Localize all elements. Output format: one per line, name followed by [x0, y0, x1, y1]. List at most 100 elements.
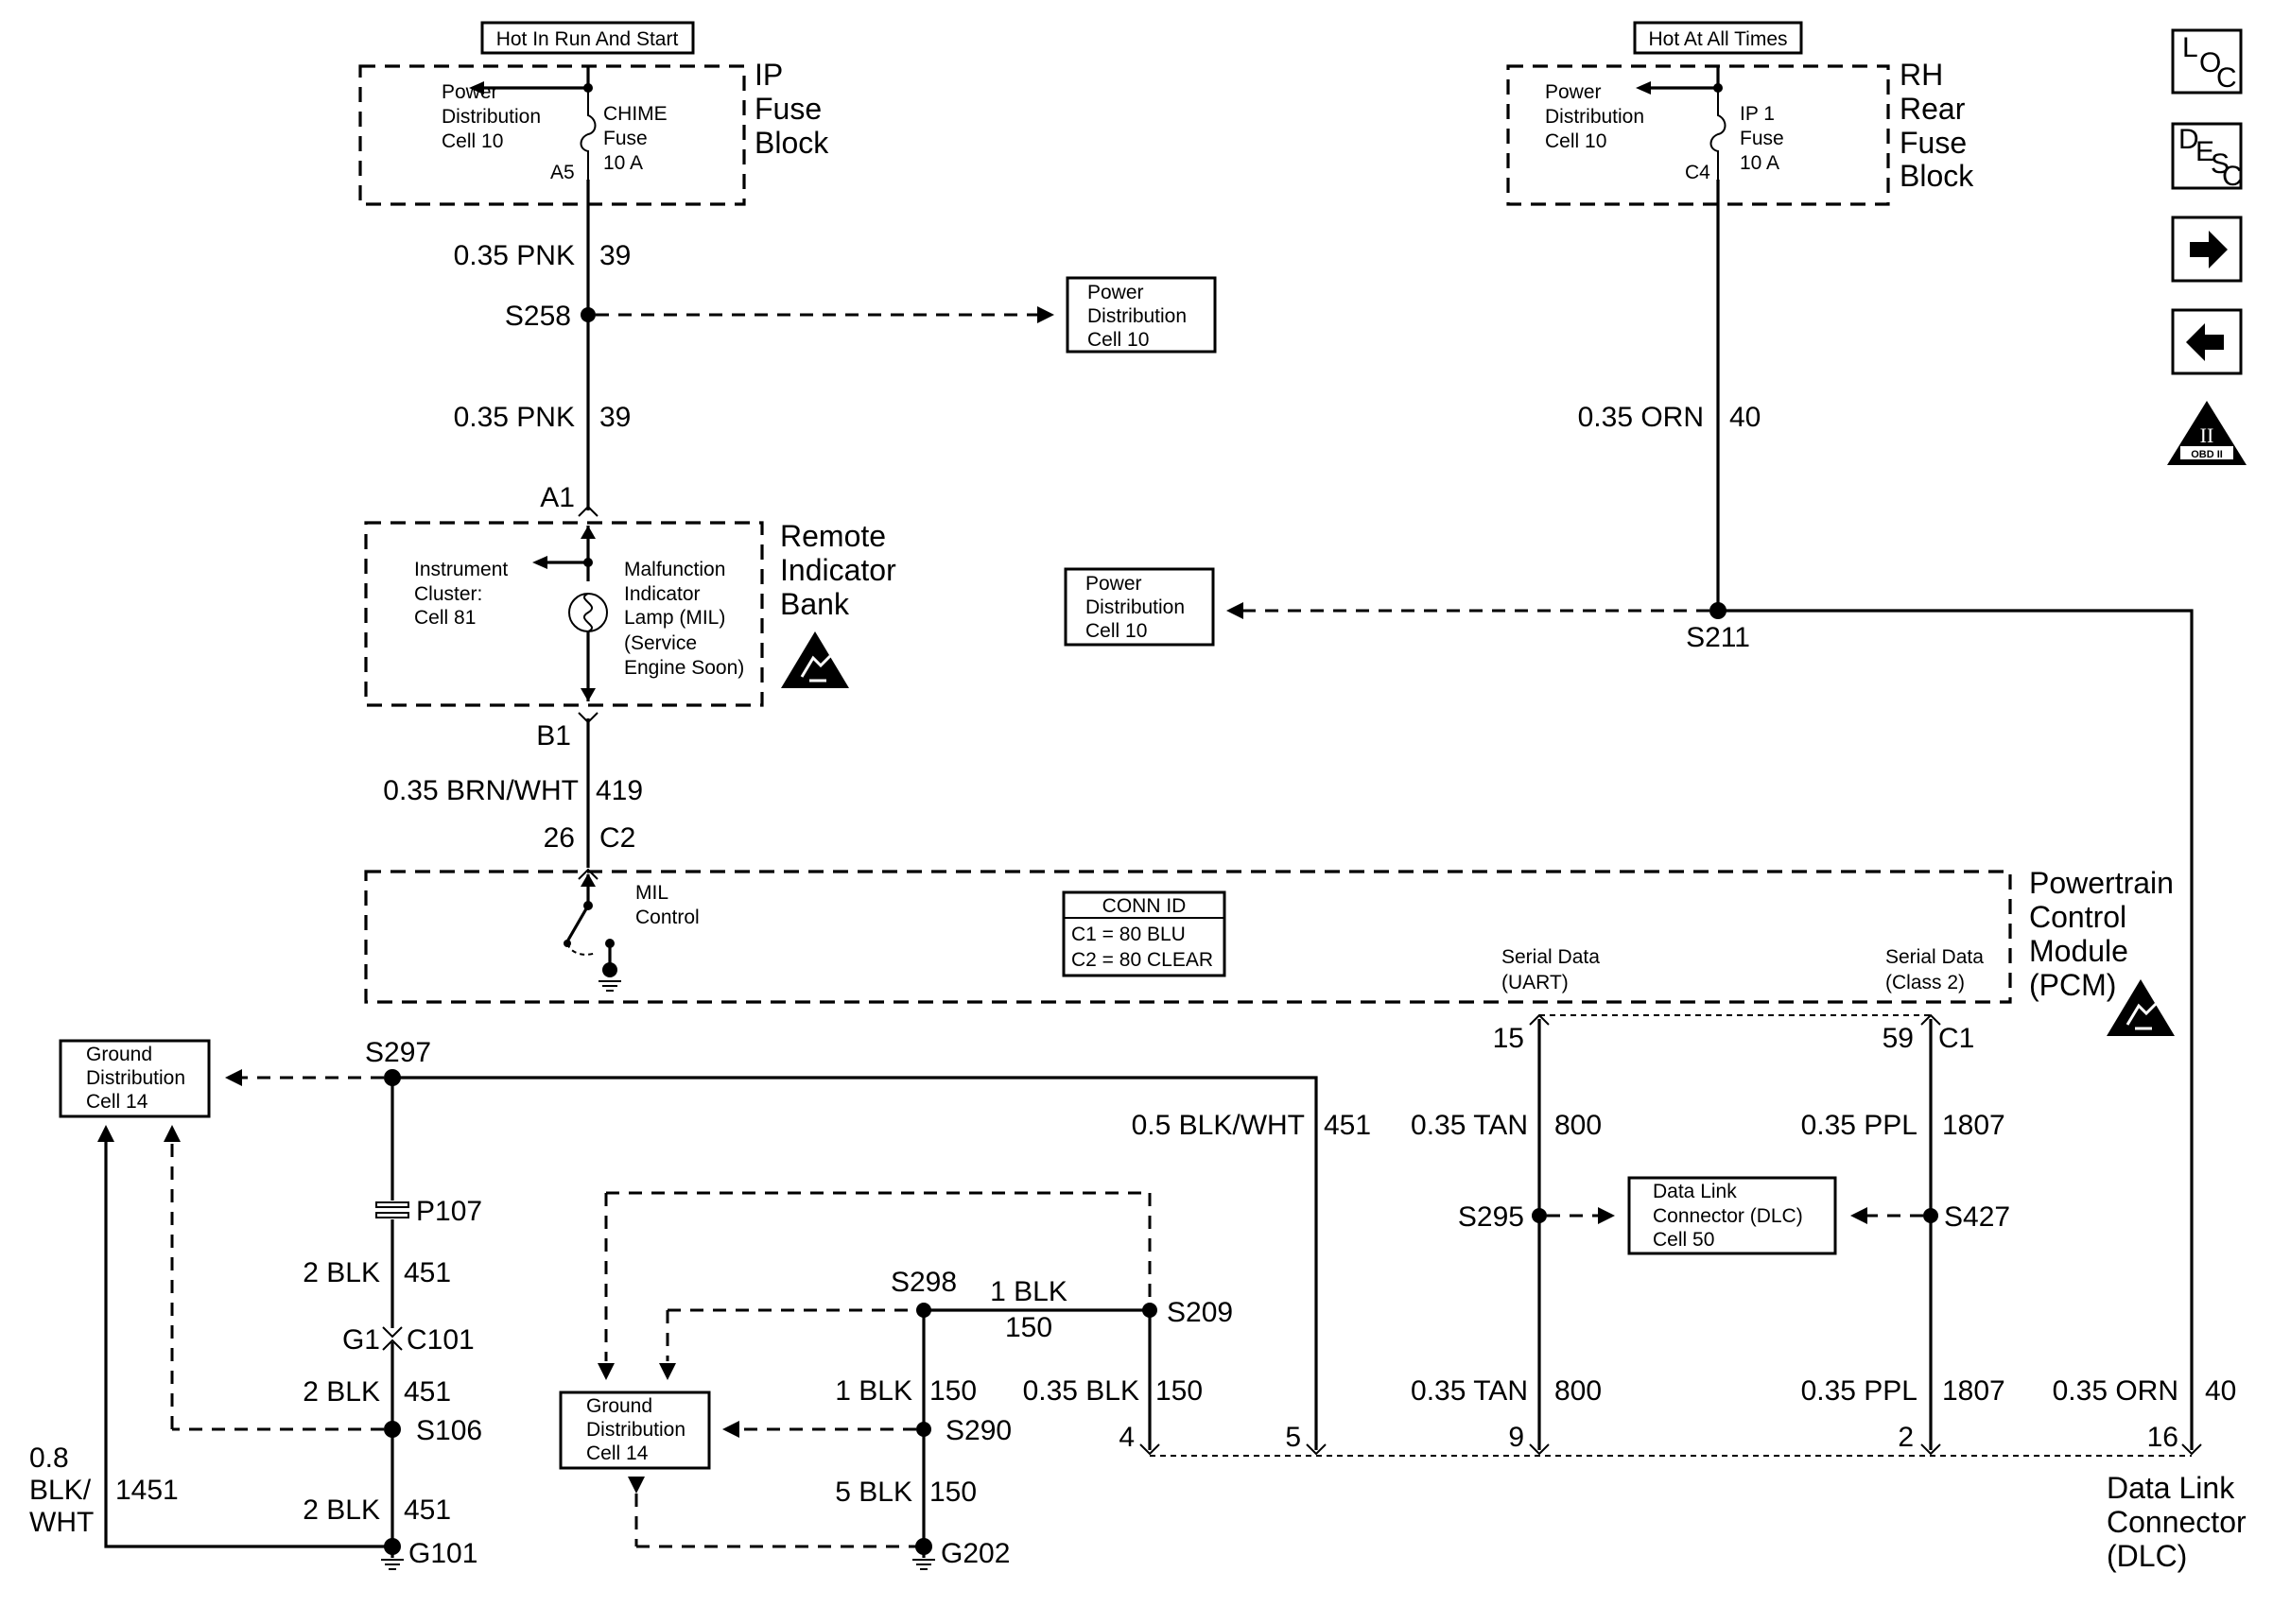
svg-text:Ground: Ground [86, 1044, 152, 1065]
connector-p107: P107 [416, 1196, 482, 1227]
ip-fuse-pd-ref: Power Distribution Cell 10 [442, 81, 541, 152]
wire-label: 0.35 PPL [1801, 1375, 1917, 1407]
dlc-pin-9: 9 [1508, 1422, 1524, 1453]
splice-s106: S106 [416, 1415, 482, 1446]
arrow-left-icon [1850, 1207, 1867, 1224]
svg-text:S: S [2211, 148, 2230, 180]
wire-label: 0.35 TAN [1411, 1110, 1528, 1141]
svg-text:(Service: (Service [624, 632, 697, 654]
wire-label: 0.35 TAN [1411, 1375, 1528, 1407]
pd-ref-mid: Power Distribution Cell 10 [1066, 276, 1217, 354]
svg-text:Serial Data: Serial Data [1501, 946, 1600, 968]
svg-text:Remote: Remote [780, 519, 886, 553]
svg-text:Serial Data: Serial Data [1885, 946, 1984, 968]
supply-label-text: Hot In Run And Start [496, 28, 679, 50]
svg-text:IP 1: IP 1 [1740, 103, 1775, 125]
svg-text:Engine Soon): Engine Soon) [624, 657, 744, 679]
conn-id-box: CONN ID C1 = 80 BLU C2 = 80 CLEAR [1062, 890, 1226, 977]
mil-control-label: MIL Control [635, 882, 700, 928]
rh-fuse-pd-ref: Power Distribution Cell 10 [1545, 81, 1644, 152]
splice-dot [1532, 1208, 1547, 1223]
wire-label: 5 BLK [835, 1477, 912, 1508]
p107-connector-icon [375, 1201, 409, 1218]
wire-label: 2 BLK [303, 1494, 380, 1526]
circuit-number: 150 [929, 1375, 977, 1407]
svg-text:Fuse: Fuse [1740, 128, 1784, 149]
splice-s209: S209 [1167, 1297, 1233, 1328]
svg-text:10 A: 10 A [1740, 152, 1779, 174]
splice-s211: S211 [1686, 622, 1750, 653]
svg-text:Indicator: Indicator [780, 553, 896, 587]
wire-label: 0.35 BRN/WHT [383, 775, 579, 806]
prev-arrow-icon[interactable] [2171, 308, 2243, 375]
loc-icon[interactable]: L O C [2171, 28, 2243, 95]
svg-text:C1 = 80 BLU: C1 = 80 BLU [1071, 924, 1186, 945]
arrow-right-icon [1037, 306, 1054, 323]
wire-label: 0.35 ORN [1578, 402, 1704, 433]
gd-ref-mid: Ground Distribution Cell 14 [559, 1391, 711, 1470]
circuit-number: 39 [599, 240, 631, 271]
svg-text:CONN ID: CONN ID [1102, 895, 1187, 917]
ip-fuse-block-outline [358, 64, 746, 206]
desc-icon[interactable]: D E S C [2171, 122, 2243, 192]
lamp-icon [568, 593, 608, 632]
svg-text:II: II [2200, 423, 2214, 447]
svg-text:L: L [2182, 32, 2198, 63]
svg-text:Cell 14: Cell 14 [86, 1091, 148, 1113]
splice-s258: S258 [505, 301, 571, 332]
svg-text:(PCM): (PCM) [2029, 968, 2116, 1002]
splice-dot [384, 1421, 401, 1438]
svg-text:Distribution: Distribution [586, 1419, 685, 1441]
obd-ii-icon[interactable]: II OBD II [2167, 401, 2247, 465]
svg-text:Block: Block [1900, 159, 1974, 193]
arrow-up-icon [164, 1125, 181, 1142]
svg-text:Block: Block [755, 126, 829, 160]
svg-text:Connector: Connector [2107, 1505, 2247, 1539]
svg-text:Fuse: Fuse [603, 128, 648, 149]
wire-label: 2 BLK [303, 1257, 380, 1288]
svg-text:Connector (DLC): Connector (DLC) [1653, 1205, 1803, 1227]
wire-label: 0.35 ORN [2053, 1375, 2178, 1407]
svg-text:RH: RH [1900, 58, 1943, 92]
serial-data-class2-label: Serial Data (Class 2) [1885, 946, 1984, 993]
circuit-number: 150 [1155, 1375, 1203, 1407]
splice-s297: S297 [365, 1037, 431, 1068]
svg-text:WHT: WHT [29, 1507, 94, 1538]
svg-text:0.8: 0.8 [29, 1443, 69, 1474]
svg-text:IP: IP [755, 58, 783, 92]
svg-text:C2 = 80 CLEAR: C2 = 80 CLEAR [1071, 949, 1213, 971]
svg-text:Fuse: Fuse [755, 92, 822, 126]
svg-text:Ground: Ground [586, 1395, 652, 1417]
connector-a1: A1 [540, 482, 575, 513]
svg-text:Lamp (MIL): Lamp (MIL) [624, 607, 725, 629]
circuit-number: 800 [1554, 1375, 1602, 1407]
splice-dot [581, 307, 596, 322]
pd-ref-right: Power Distribution Cell 10 [1064, 567, 1215, 647]
fuse-icon [1709, 88, 1726, 180]
wire-label: 0.35 PPL [1801, 1110, 1917, 1141]
svg-text:Control: Control [2029, 900, 2126, 934]
circuit-number: 1451 [115, 1475, 179, 1506]
splice-dot [916, 1422, 931, 1437]
svg-text:Module: Module [2029, 934, 2128, 968]
next-arrow-icon[interactable] [2171, 216, 2243, 283]
dlc-pin-2: 2 [1898, 1422, 1914, 1453]
arrow-left-icon [1636, 81, 1651, 95]
svg-text:Cell 10: Cell 10 [1085, 620, 1147, 642]
ip-fuse-terminal: A5 [550, 162, 575, 183]
arrow-right-icon [1598, 1207, 1615, 1224]
wire-label: 0.35 BLK [1023, 1375, 1139, 1407]
svg-text:Cell 10: Cell 10 [1087, 329, 1149, 351]
dlc-ref-box: Data Link Connector (DLC) Cell 50 [1627, 1176, 1837, 1255]
rh-fuse-block-outline [1506, 64, 1890, 206]
serial-data-uart-label: Serial Data (UART) [1501, 946, 1600, 993]
wire-label: 1 BLK [835, 1375, 912, 1407]
fuse-icon [580, 88, 597, 180]
circuit-number: 1807 [1942, 1110, 2005, 1141]
wire-label: 0.35 PNK [454, 240, 575, 271]
ground-g202-icon [912, 1546, 935, 1570]
pcm-connector-c2: C2 [599, 822, 635, 854]
svg-text:(DLC): (DLC) [2107, 1539, 2187, 1573]
svg-text:Instrument: Instrument [414, 559, 508, 580]
